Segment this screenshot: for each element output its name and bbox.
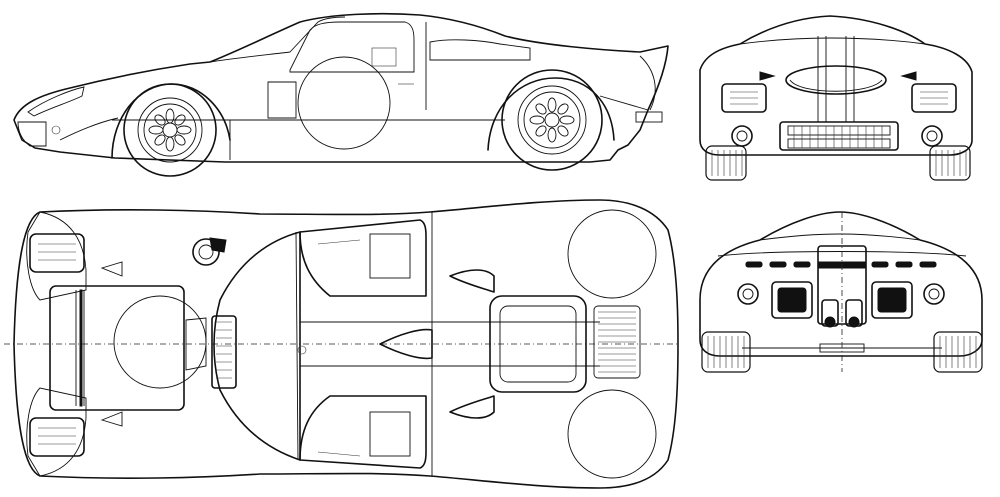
side-view: [13, 12, 669, 163]
rear-view: [699, 211, 983, 373]
side-front-wheel: [123, 83, 217, 177]
rear-lights: [745, 261, 937, 268]
top-view: [4, 199, 680, 489]
side-rear-wheel: [501, 69, 603, 171]
front-view: [699, 15, 973, 181]
